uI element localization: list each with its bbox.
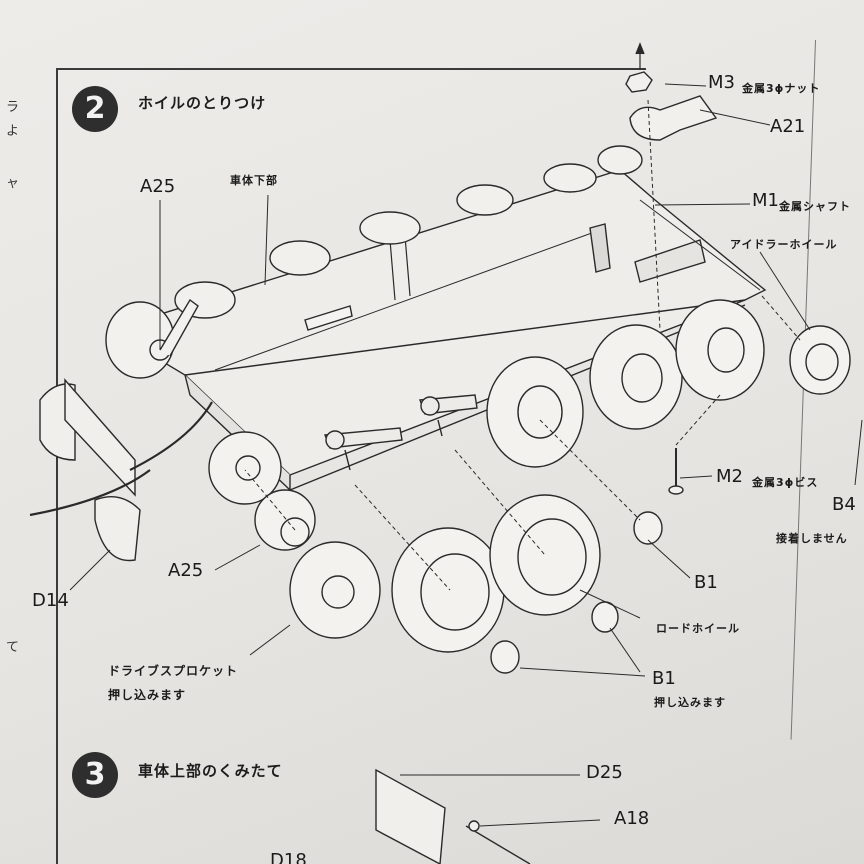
part-label-a25-top: A25 [140, 176, 176, 197]
part-label-d25: D25 [586, 762, 623, 783]
part-desc-drive-sprocket: ドライブスプロケット [108, 664, 239, 678]
leader-lines [69, 83, 863, 827]
left-edge-char: よ [6, 124, 20, 139]
part-label-d18: D18 [270, 850, 307, 864]
part-label-b1-lower: B1 [652, 668, 676, 689]
step3-parts [375, 768, 531, 864]
note-press-in-sprocket: 押し込みます [108, 688, 187, 702]
hardware-parts [625, 42, 718, 495]
part-label-b4: B4 [832, 494, 856, 515]
part-desc-idler-wheel: アイドラーホイール [730, 238, 838, 251]
part-label-m2: M2 [716, 466, 743, 487]
part-label-d14: D14 [32, 590, 69, 611]
rear-sprocket-on-hull [208, 431, 282, 505]
part-label-b1-upper: B1 [694, 572, 718, 593]
part-desc-m2: 金属3ϕビス [752, 476, 819, 489]
note-press-in-b1: 押し込みます [654, 696, 726, 709]
left-edge-char: ラ [6, 100, 20, 115]
part-label-m3: M3 [708, 72, 735, 93]
note-no-glue: 接着しません [776, 532, 848, 545]
step-number-badge: 3 [72, 752, 118, 798]
front-plate-drawing [39, 378, 141, 562]
part-desc-lower-hull: 車体下部 [230, 174, 278, 187]
left-edge-char: て [6, 640, 20, 655]
left-edge-char: ャ [6, 176, 20, 191]
idler-wheel-drawing [789, 325, 851, 395]
assembly-lines [244, 99, 801, 591]
lower-hull-drawing [108, 169, 767, 492]
part-desc-m3: 金属3ϕナット [742, 82, 821, 95]
step-title: ホイルのとりつけ [138, 94, 267, 112]
step-title: 車体上部のくみたて [138, 762, 283, 780]
curved-arrows [29, 401, 213, 517]
part-label-a18: A18 [614, 808, 650, 829]
mounted-road-wheels [486, 299, 765, 468]
suspension-arms [324, 394, 478, 471]
part-label-a21: A21 [770, 116, 806, 137]
exploded-parts [254, 489, 663, 674]
front-idler-drawing [105, 298, 199, 379]
part-desc-m1: 金属シャフト [779, 200, 851, 213]
part-label-a25-bottom: A25 [168, 560, 204, 581]
step-number-badge: 2 [72, 86, 118, 132]
frame-border-left [56, 68, 58, 864]
part-label-m1: M1 [752, 190, 779, 211]
frame-border-top [56, 68, 646, 70]
part-desc-road-wheel: ロードホイール [656, 622, 740, 635]
